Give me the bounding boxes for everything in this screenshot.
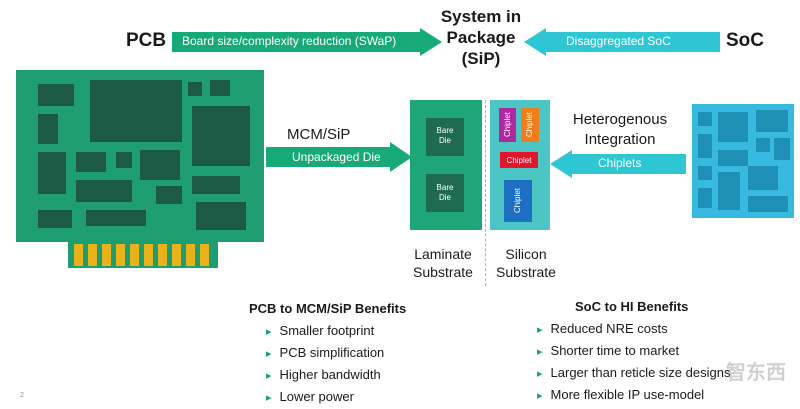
chiplet-purple-label: Chiplet [503,112,512,138]
substrate-divider [485,100,486,286]
pcb-label: PCB [126,30,167,51]
list-item: Lower power [266,386,384,408]
pcb-benefits-list: Smaller footprint PCB simplification Hig… [266,320,385,408]
soc-label: SoC [726,30,764,51]
mcm-sip-title: MCM/SiP [287,126,351,143]
soc-benefits-title: SoC to HI Benefits [575,299,689,314]
page-number: 2 [20,392,24,399]
chiplet-orange-label: Chiplet [525,112,534,138]
pcb-board-illustration [16,70,266,275]
chiplet-purple [499,108,516,142]
list-item: Higher bandwidth [266,364,384,386]
chiplet-orange [521,108,539,142]
chiplet-red [500,152,538,168]
pcb-benefits-title: PCB to MCM/SiP Benefits [249,301,407,316]
list-item: Smaller footprint [266,320,384,342]
soc-to-hi-arrow: Chiplets [550,150,686,178]
soc-benefits-list: Reduced NRE costs Shorter time to market… [537,318,731,406]
pcb-to-sip-arrow: Board size/complexity reduction (SWaP) [172,28,442,56]
sip-title-line-1: System in [440,7,522,26]
list-item: Larger than reticle size designs [537,362,731,384]
bare-die-bottom [426,174,464,212]
list-item: More flexible IP use-model [537,384,730,406]
soc-arrow-label: Disaggregated SoC [566,34,671,48]
list-item: Shorter time to market [537,340,730,362]
mcm-arrow-label: Unpackaged Die [292,150,381,164]
watermark: 智东西 [726,362,786,384]
sip-title-line-3: (SiP) [461,49,501,68]
silicon-substrate: Chiplet Chiplet Chiplet Chiplet [490,100,550,230]
list-item: PCB simplification [266,342,385,364]
chiplet-blue [504,180,532,222]
sip-title-line-2: Package [446,28,516,47]
pcb-to-mcm-arrow: Unpackaged Die [266,142,414,172]
sip-title: System in Package (SiP) [427,6,535,69]
hi-arrow-label: Chiplets [598,156,642,170]
bare-die-top [426,118,464,156]
chiplet-red-label: Chiplet [506,156,532,165]
chiplet-blue-label: Chiplet [513,188,522,214]
soc-to-sip-arrow: Disaggregated SoC [524,28,720,56]
soc-illustration [692,104,798,225]
pcb-arrow-label: Board size/complexity reduction (SWaP) [182,34,397,48]
list-item: Reduced NRE costs [537,318,730,340]
